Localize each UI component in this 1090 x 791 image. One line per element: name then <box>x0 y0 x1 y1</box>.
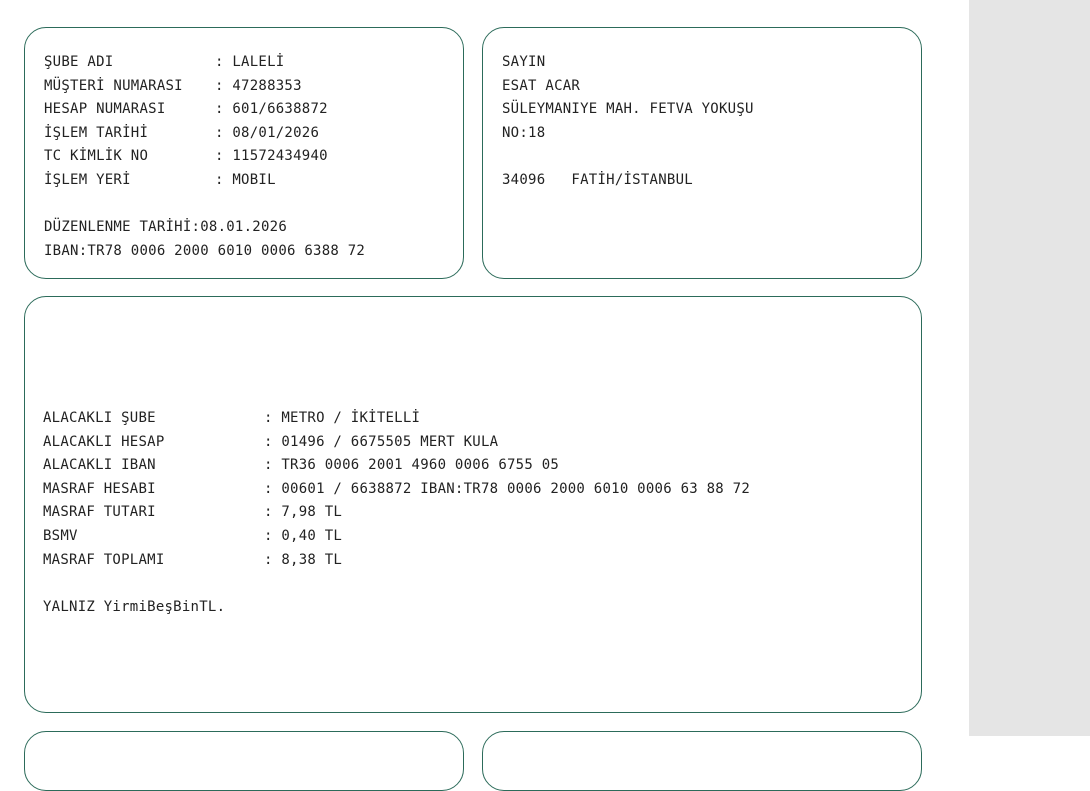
info-row-transaction-place: İŞLEM YERİ : MOBIL <box>44 169 463 193</box>
address-box: SAYIN ESAT ACAR SÜLEYMANIYE MAH. FETVA Y… <box>482 27 922 279</box>
info-row-branch: ŞUBE ADI : LALELİ <box>44 51 463 75</box>
postal-city: 34096 FATİH/İSTANBUL <box>502 171 693 188</box>
detail-row-fee-amount: MASRAF TUTARI : 7,98 TL <box>43 501 921 525</box>
account-info-box: ŞUBE ADI : LALELİ MÜŞTERİ NUMARASI : 47288… <box>24 27 464 279</box>
detail-row-fee-account: MASRAF HESABI : 00601 / 6638872 IBAN:TR78… <box>43 478 921 502</box>
bottom-right-box <box>482 731 922 791</box>
detail-row-beneficiary-branch: ALACAKLI ŞUBE : METRO / İKİTELLİ <box>43 407 921 431</box>
info-label: İŞLEM YERİ <box>44 171 131 188</box>
spacer <box>44 193 463 217</box>
info-row-account-number: HESAP NUMARASI : 601/6638872 <box>44 98 463 122</box>
detail-value: : 00601 / 6638872 IBAN:TR78 0006 2000 60… <box>264 480 751 497</box>
info-label: ŞUBE ADI <box>44 54 114 70</box>
info-label: TC KİMLİK NO <box>44 148 149 165</box>
detail-value: : 8,38 TL <box>264 551 343 568</box>
detail-label: ALACAKLI IBAN <box>43 457 156 474</box>
issue-date: DÜZENLENME TARİHİ:08.01.2026 <box>44 219 288 236</box>
detail-label: MASRAF TOPLAMI <box>43 551 165 568</box>
street-address: SÜLEYMANIYE MAH. FETVA YOKUŞU <box>502 101 754 118</box>
detail-row-bsmv: BSMV : 0,40 TL <box>43 525 921 549</box>
info-value: : MOBIL <box>215 171 276 188</box>
detail-label: MASRAF HESABI <box>43 480 156 497</box>
detail-row-fee-total: MASRAF TOPLAMI : 8,38 TL <box>43 549 921 573</box>
info-row-id-number: TC KİMLİK NO : 11572434940 <box>44 145 463 169</box>
detail-value: : 7,98 TL <box>264 504 343 521</box>
iban: IBAN:TR78 0006 2000 6010 0006 6388 72 <box>44 242 366 259</box>
info-row-customer-number: MÜŞTERİ NUMARASI : 47288353 <box>44 75 463 99</box>
info-value: : 11572434940 <box>215 148 328 165</box>
side-panel <box>969 0 1090 736</box>
detail-label: BSMV <box>43 527 78 544</box>
detail-row-beneficiary-account: ALACAKLI HESAP : 01496 / 6675505 MERT KUL… <box>43 431 921 455</box>
detail-label: MASRAF TUTARI <box>43 504 156 521</box>
detail-value: : 01496 / 6675505 MERT KULA <box>264 433 499 450</box>
info-value: : 47288353 <box>215 77 302 94</box>
info-value: : LALELİ <box>215 54 285 70</box>
customer-name: ESAT ACAR <box>502 77 581 94</box>
detail-label: ALACAKLI ŞUBE <box>43 410 156 426</box>
detail-value: : METRO / İKİTELLİ <box>264 410 421 426</box>
spacer <box>43 572 921 596</box>
bottom-left-box <box>24 731 464 791</box>
detail-value: : 0,40 TL <box>264 527 343 544</box>
transfer-details-box: ALACAKLI ŞUBE : METRO / İKİTELLİ ALACAKLI… <box>24 296 922 713</box>
salutation: SAYIN <box>502 54 546 70</box>
detail-label: ALACAKLI HESAP <box>43 433 165 450</box>
detail-row-beneficiary-iban: ALACAKLI IBAN : TR36 0006 2001 4960 0006 … <box>43 454 921 478</box>
info-label: MÜŞTERİ NUMARASI <box>44 77 183 94</box>
info-value: : 08/01/2026 <box>215 124 320 141</box>
detail-value: : TR36 0006 2001 4960 0006 6755 05 <box>264 457 560 474</box>
spacer <box>502 145 921 169</box>
info-label: HESAP NUMARASI <box>44 101 166 118</box>
info-row-transaction-date: İŞLEM TARİHİ : 08/01/2026 <box>44 122 463 146</box>
info-value: : 601/6638872 <box>215 101 328 118</box>
amount-in-words: YALNIZ YirmiBeşBinTL. <box>43 598 226 615</box>
building-number: NO:18 <box>502 124 546 141</box>
info-label: İŞLEM TARİHİ <box>44 124 149 141</box>
